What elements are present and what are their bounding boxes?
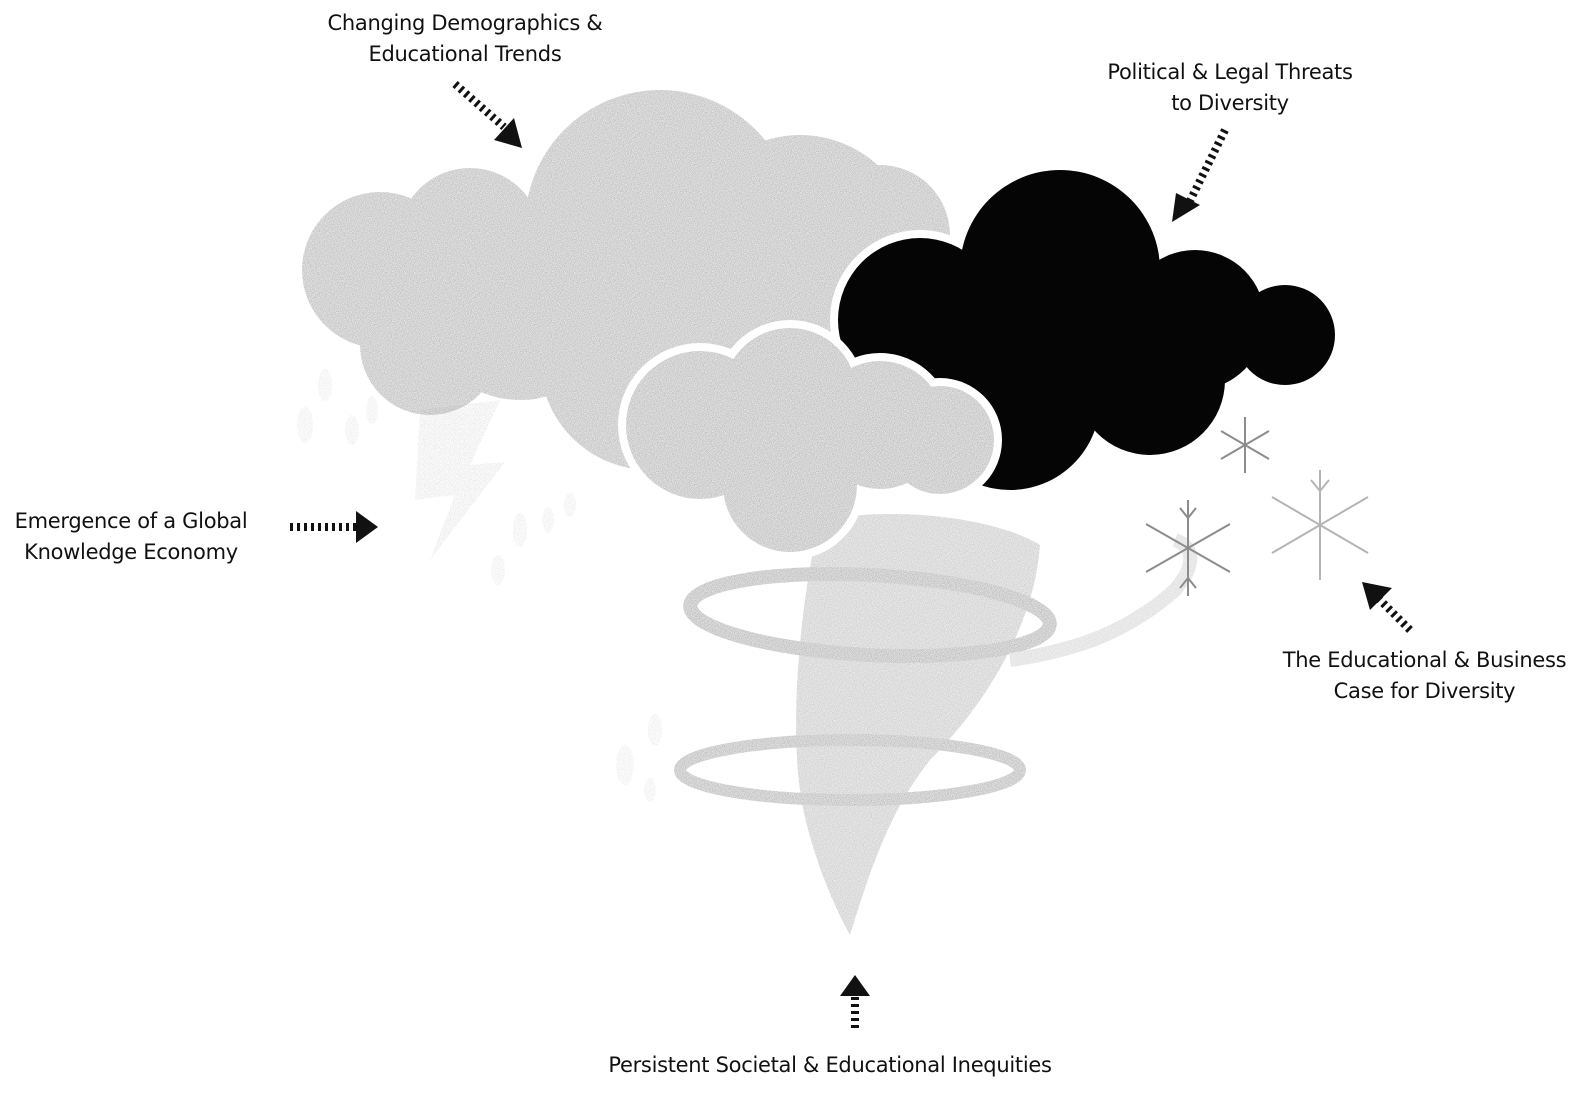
force-label-line: The Educational & Business bbox=[1282, 648, 1567, 672]
rain-icon bbox=[297, 369, 662, 802]
force-label-line: Changing Demographics & bbox=[327, 11, 603, 35]
force-label-line: Emergence of a Global bbox=[14, 509, 248, 533]
force-label-line: Knowledge Economy bbox=[24, 540, 238, 564]
force-label-political: Political & Legal Threats to Diversity bbox=[1080, 57, 1380, 119]
dashed-arrow-icon bbox=[290, 80, 1413, 1028]
force-label-inequities: Persistent Societal & Educational Inequi… bbox=[560, 1050, 1100, 1081]
force-label-line: Persistent Societal & Educational Inequi… bbox=[608, 1053, 1052, 1077]
force-label-line: Case for Diversity bbox=[1333, 679, 1516, 703]
tornado-icon bbox=[674, 514, 1198, 935]
force-label-demographics: Changing Demographics & Educational Tren… bbox=[300, 8, 630, 70]
force-label-line: to Diversity bbox=[1171, 91, 1289, 115]
force-label-global: Emergence of a Global Knowledge Economy bbox=[0, 506, 262, 568]
snowflake-icon bbox=[1145, 417, 1369, 596]
force-label-business: The Educational & Business Case for Dive… bbox=[1260, 645, 1589, 707]
lightning-icon bbox=[415, 400, 505, 560]
small-cloud-icon bbox=[618, 320, 1002, 560]
force-label-line: Political & Legal Threats bbox=[1107, 60, 1353, 84]
force-label-line: Educational Trends bbox=[368, 42, 562, 66]
